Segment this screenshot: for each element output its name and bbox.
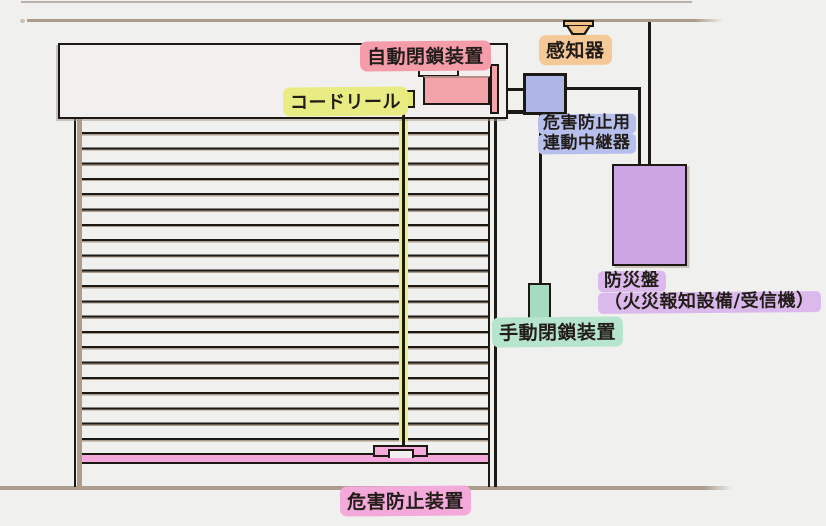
label-detector: 感知器 <box>538 34 612 66</box>
harm-prevention-device-notch <box>388 448 414 458</box>
right-guide-rail-outer <box>494 119 497 487</box>
label-auto-closing-device: 自動閉鎖装置 <box>359 40 492 72</box>
bottom-bar-safety-edge <box>81 455 488 462</box>
ceiling-line <box>27 19 723 22</box>
label-cord-reel: コードリール <box>282 86 409 117</box>
smoke-detector-base <box>563 20 594 27</box>
wire-autoclose-to-relay <box>498 87 524 91</box>
label-harm-prevention-device: 危害防止装置 <box>339 485 472 517</box>
label-auto-closing-device-text: 自動閉鎖装置 <box>359 40 492 72</box>
left-guide-rail <box>73 119 76 487</box>
label-detector-text: 感知器 <box>538 34 612 66</box>
label-interlock-relay-line2: 連動中継器 <box>537 132 636 154</box>
label-manual-closing-device-text: 手動閉鎖装置 <box>491 316 624 348</box>
label-interlock-relay-line1: 危害防止用 <box>537 113 636 134</box>
label-disaster-panel-line2: （火災報知設備/受信機） <box>597 290 821 313</box>
label-harm-prevention-device-text: 危害防止装置 <box>339 485 472 517</box>
bottom-bar-bottom-edge <box>81 461 488 464</box>
label-disaster-panel: 防災盤 （火災報知設備/受信機） <box>597 270 821 313</box>
right-guide-rail-inner <box>487 119 490 487</box>
label-manual-closing-device: 手動閉鎖装置 <box>491 316 624 348</box>
label-cord-reel-text: コードリール <box>282 86 409 117</box>
label-disaster-panel-line1: 防災盤 <box>597 270 666 292</box>
smoke-detector-cone <box>568 26 589 33</box>
disaster-panel-box <box>611 164 687 266</box>
shutter-curtain-slats <box>81 119 488 446</box>
top-border-line <box>21 1 692 3</box>
cord-line <box>402 108 405 445</box>
auto-closing-device-box <box>423 76 490 105</box>
wire-relay-to-panel-vertical <box>638 86 641 166</box>
label-interlock-relay: 危害防止用 連動中継器 <box>537 113 636 154</box>
wire-relay-to-manual-device <box>539 114 542 285</box>
ceiling-line-start-dot <box>20 19 25 23</box>
interlock-relay-box <box>523 72 567 115</box>
wire-relay-to-panel-horizontal <box>566 86 640 90</box>
left-guide-rail-shadow <box>76 119 82 487</box>
bottom-bar-top-edge <box>81 453 488 455</box>
auto-closing-device-side-part <box>489 64 499 114</box>
manual-closing-device-box <box>527 283 551 320</box>
wire-detector-to-panel <box>647 22 651 166</box>
